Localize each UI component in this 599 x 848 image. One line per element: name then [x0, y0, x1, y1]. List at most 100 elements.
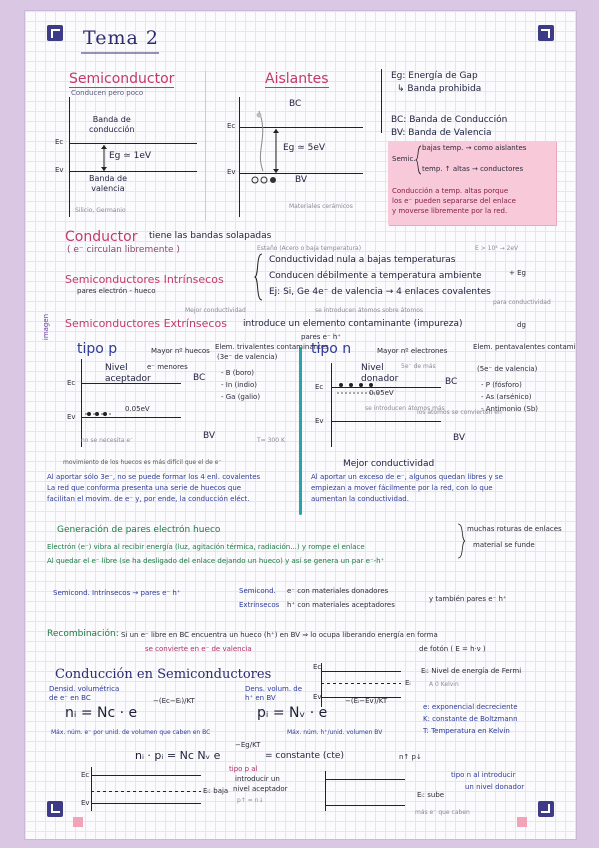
tipo-n-sub: Mayor nº electrones: [377, 347, 448, 355]
tipo-n-element-3: - Antimonio (Sb): [481, 405, 539, 413]
bottom-tipo-p-4: p↑ = n↓: [237, 797, 264, 804]
recombinacion-line-2: se convierte en e⁻ de valencia: [145, 645, 252, 653]
pares-h-line: h⁺ con materiales aceptadores: [287, 601, 395, 609]
gap-arrow-icon: [101, 145, 107, 171]
aislantes-heading: Aislantes: [265, 71, 329, 88]
tipo-n-para-1: Al aportar un exceso de e⁻, algunos qued…: [311, 473, 503, 481]
tipo-p-nivel: Nivel aceptador: [105, 363, 151, 384]
tipo-n-note: se introducen átomos más: [365, 405, 445, 412]
tipo-n-mejor: Mejor conductividad: [343, 459, 435, 469]
conductor-text: tiene las bandas solapadas: [149, 231, 272, 241]
aislantes-axis: [239, 97, 240, 217]
formula-n-exponent: −(Ec−Eᵢ)/KT: [153, 697, 195, 705]
def-e: e: exponencial decreciente: [423, 703, 518, 711]
conduccion-heading: Conducción en Semiconductores: [55, 667, 272, 682]
tipo-n-element-2: - As (arsénico): [481, 393, 532, 401]
bv-definition: BV: Banda de Valencia: [391, 128, 492, 138]
tipo-p-ev-line: [81, 417, 181, 418]
tipo-p-sub: Mayor nº huecos: [151, 347, 210, 355]
bottom-p-ev: Ev: [81, 799, 90, 807]
semiconductor-ec: Ec: [55, 138, 64, 146]
pink-marker: [73, 817, 83, 827]
tipo-p-element-1: - B (boro): [221, 369, 254, 377]
side-label-imagen: imagen: [42, 313, 51, 341]
tipo-n-element-1: - P (fósforo): [481, 381, 522, 389]
pares-extrinsecos: Extrínsecos: [239, 601, 280, 609]
tipo-n-elem-title: Elem. pentavalentes contaminantes: [473, 343, 576, 351]
conduccion-mas-n: Máx. núm. e⁻ por unid. de volumen que ca…: [51, 729, 211, 736]
tipo-p-para-2: La red que conforma presenta una serie d…: [47, 484, 242, 492]
page-title: Tema 2: [83, 27, 159, 49]
tipo-n-bc: BC: [445, 377, 458, 387]
bottom-n-ei: Eᵢ: sube: [417, 791, 445, 799]
brace-icon: [457, 523, 466, 559]
holes-icon: [251, 176, 276, 184]
aislantes-ev: Ev: [227, 168, 236, 176]
semiconductor-axis: [69, 97, 70, 217]
intrinsecos-heading: Semiconductores Intrínsecos: [65, 273, 224, 286]
tipo-p-element-3: - Ga (galio): [221, 393, 261, 401]
brace-icon: [253, 253, 263, 301]
generacion-line-2: Al quedar el e⁻ libre (se ha desligado d…: [47, 557, 385, 565]
bottom-p-axis: [91, 767, 92, 811]
bottom-p-ev-line: [91, 803, 201, 804]
extrinsecos-pares: pares e⁻ h⁺: [301, 333, 341, 341]
aislantes-bv-label: BV: [295, 175, 308, 185]
tipo-p-gap: 0.05eV: [125, 405, 150, 413]
bottom-p-ec-line: [91, 775, 201, 776]
tipo-n-note-2: los átomos se convierten en: [417, 409, 502, 416]
tipo-n-sub2: 5e⁻ de más: [401, 363, 436, 370]
corner-bracket-icon: [538, 25, 554, 41]
intrinsecos-sub: pares electrón - hueco: [77, 287, 156, 295]
bottom-tipo-p-3: nivel aceptador: [233, 785, 288, 793]
extrinsecos-heading: Semiconductores Extrínsecos: [65, 317, 227, 330]
pares-semicond: Semicond.: [239, 587, 276, 595]
bottom-n-ratio: n↑ p↓: [399, 753, 422, 761]
fermi-ec: Ec: [313, 663, 322, 671]
fermi-ei: Eᵢ: [405, 679, 411, 687]
semiconductor-gap: Eg ≃ 1eV: [109, 151, 152, 161]
gap-arrow-icon: [273, 129, 279, 173]
tipo-n-elem-sub: (5e⁻ de valencia): [477, 365, 538, 373]
semiconductor-bv-label: Banda de valencia: [89, 174, 127, 193]
tipo-p-note: no se necesita e⁻: [81, 437, 134, 444]
generacion-line-1: Electrón (e⁻) vibra al recibir energía (…: [47, 543, 365, 551]
tipo-p-move: movimiento de los huecos es más difícil …: [63, 459, 222, 466]
conductor-note: Estaño (Acero o baja temperatura): [257, 245, 362, 252]
formula-n: nᵢ = Nc · e: [65, 705, 138, 721]
corner-bracket-icon: [47, 25, 63, 41]
corner-bracket-icon: [47, 801, 63, 817]
fermi-ei-line: [321, 683, 401, 684]
tipo-p-heading: tipo p: [77, 341, 118, 357]
intrinsecos-side2: para conductividad: [493, 299, 551, 306]
fermi-note: A 0 Kelvin: [429, 681, 459, 688]
sticky-low-temp: bajas temp. → como aislantes: [422, 144, 527, 152]
eg-banda-prohibida: ↳ Banda prohibida: [397, 84, 482, 94]
generacion-heading: Generación de pares electrón hueco: [57, 525, 221, 535]
semiconductor-note: Conducen pero poco: [71, 89, 144, 97]
generacion-side-2: material se funde: [473, 541, 535, 549]
semiconductor-example: Silicio, Germanio: [75, 207, 126, 214]
bottom-n-ec-line: [325, 779, 405, 780]
aislantes-bc-label: BC: [289, 99, 302, 109]
aislantes-ec-line: [239, 127, 363, 128]
tipo-n-bv: BV: [453, 433, 466, 443]
bottom-mas-e: más e⁻ que caben: [415, 809, 470, 816]
conductor-heading: Conductor: [65, 229, 138, 245]
formula-product: nᵢ · pᵢ = Nc Nᵥ e: [135, 749, 221, 762]
tipo-p-para-3: facilitan el movim. de e⁻ y, por ende, l…: [47, 495, 250, 503]
pares-intrinsecos: Semicond. Intrínsecos → pares e⁻ h⁺: [53, 589, 181, 597]
fermi-ev-line: [321, 697, 401, 698]
conduccion-mas-p: Máx. núm. h⁺/unid. volumen BV: [287, 729, 383, 736]
bottom-tipo-n-2: un nivel donador: [465, 783, 525, 791]
tipo-p-bc: BC: [193, 373, 206, 383]
acceptor-dots-icon: [85, 412, 113, 416]
aislantes-example: Materiales cerámicos: [289, 203, 353, 210]
bc-definition: BC: Banda de Conducción: [391, 115, 508, 125]
eg-bracket: [381, 69, 382, 133]
tipo-p-temp: T= 300 K: [257, 437, 285, 444]
pares-e-line: e⁻ con materiales donadores: [287, 587, 389, 595]
formula-constant: = constante (cte): [265, 751, 344, 761]
recombinacion-heading: Recombinación:: [47, 629, 119, 639]
tipo-p-ev: Ev: [67, 413, 76, 421]
